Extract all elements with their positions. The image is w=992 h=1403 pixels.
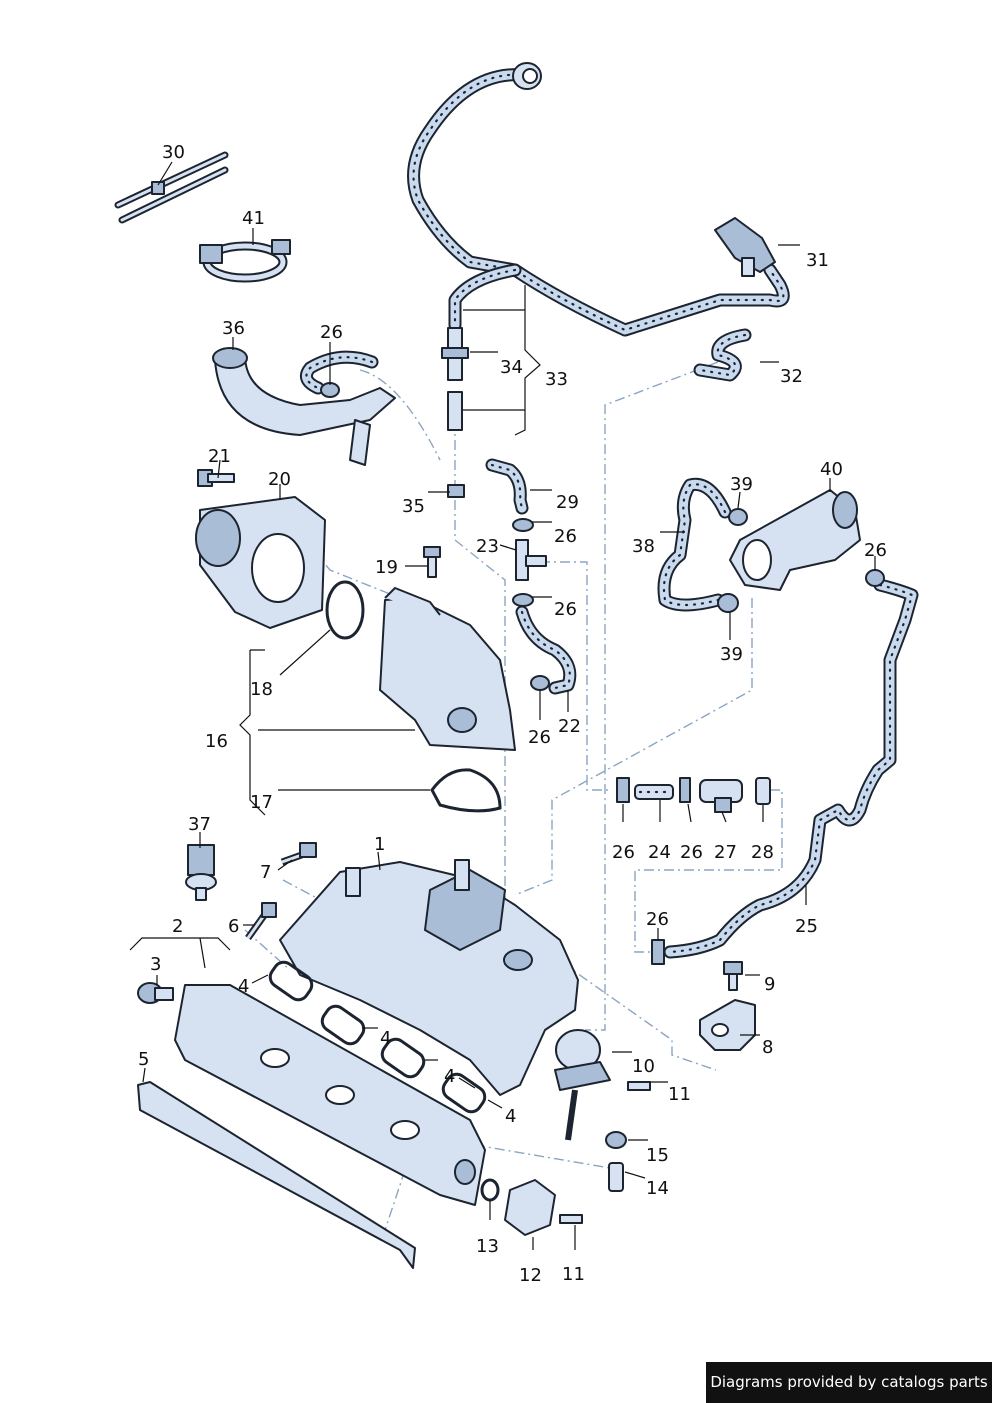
callout-18: 18 [250, 679, 273, 700]
callout-22: 22 [558, 716, 581, 737]
callout-26-d: 26 [554, 599, 577, 620]
o-ring-18 [325, 580, 365, 640]
callout-39-a: 39 [730, 474, 753, 495]
leader-lines [129, 161, 876, 1250]
callout-26-f: 26 [612, 842, 635, 863]
callout-24: 24 [648, 842, 671, 863]
callout-16: 16 [205, 731, 228, 752]
callout-8: 8 [762, 1037, 773, 1058]
callout-29: 29 [556, 492, 579, 513]
gasket-5 [137, 1081, 416, 1269]
callout-3: 3 [150, 954, 161, 975]
t-piece-23 [515, 539, 547, 581]
gasket-17 [430, 768, 502, 813]
callout-4-c: 4 [444, 1066, 455, 1087]
callout-26-g: 26 [680, 842, 703, 863]
callout-11-a: 11 [668, 1084, 691, 1105]
intake-elbow-16 [379, 587, 516, 751]
callout-39-b: 39 [720, 644, 743, 665]
callout-37: 37 [188, 814, 211, 835]
connector-34 [441, 327, 469, 431]
callout-20: 20 [268, 469, 291, 490]
callout-38: 38 [632, 536, 655, 557]
sensor-12 [504, 1179, 556, 1236]
intake-manifold-1 [279, 859, 579, 1096]
callout-7: 7 [260, 862, 271, 883]
callout-23: 23 [476, 536, 499, 557]
callout-35: 35 [402, 496, 425, 517]
callout-1: 1 [374, 834, 385, 855]
callout-4-a: 4 [238, 976, 249, 997]
callout-26-b: 26 [554, 526, 577, 547]
callout-13: 13 [476, 1236, 499, 1257]
hoses [299, 62, 919, 959]
bolt-9 [723, 961, 743, 991]
valve-27 [699, 779, 743, 813]
air-pipe-36 [212, 347, 396, 466]
cable-tie-30 [114, 151, 229, 224]
callout-36: 36 [222, 318, 245, 339]
hose-clamp-41 [199, 239, 291, 283]
plug-3 [137, 982, 174, 1004]
assembly-lines [244, 361, 783, 1231]
bolt-21 [197, 469, 235, 487]
clips-39 [717, 508, 748, 613]
callout-10: 10 [632, 1056, 655, 1077]
callout-40: 40 [820, 459, 843, 480]
callout-41: 41 [242, 208, 265, 229]
callout-19: 19 [375, 557, 398, 578]
callout-6: 6 [228, 916, 239, 937]
callout-numbers: 30 41 31 36 26 34 33 32 21 20 40 39 29 3… [138, 142, 887, 1286]
callout-26-h: 26 [646, 909, 669, 930]
clamps-26 [320, 382, 885, 965]
cap-15 [605, 1131, 627, 1149]
throttle-body-20 [195, 496, 326, 629]
callout-4-d: 4 [505, 1106, 516, 1127]
o-ring-13 [480, 1178, 500, 1202]
callout-21: 21 [208, 446, 231, 467]
credit-banner: Diagrams provided by catalogs parts [706, 1362, 992, 1403]
sensor-8 [699, 999, 756, 1051]
plug-14 [608, 1162, 624, 1192]
callout-25: 25 [795, 916, 818, 937]
bolts-11 [559, 1081, 651, 1224]
actuator-10 [554, 1029, 611, 1141]
valve-31 [714, 217, 776, 277]
callout-26-a: 26 [320, 322, 343, 343]
gaskets-4 [268, 960, 487, 1114]
callout-31: 31 [806, 250, 829, 271]
pipe-40 [729, 489, 861, 591]
callout-26-c: 26 [864, 540, 887, 561]
callout-2: 2 [172, 916, 183, 937]
manifold-2 [174, 984, 486, 1206]
callout-28: 28 [751, 842, 774, 863]
callout-5: 5 [138, 1049, 149, 1070]
callout-26-e: 26 [528, 727, 551, 748]
callout-17: 17 [250, 792, 273, 813]
callout-9: 9 [764, 974, 775, 995]
part-28 [755, 777, 771, 805]
callout-12: 12 [519, 1265, 542, 1286]
callout-4-b: 4 [380, 1028, 391, 1049]
bolt-7 [280, 842, 317, 866]
callout-32: 32 [780, 366, 803, 387]
bolt-6 [245, 902, 277, 941]
callout-14: 14 [646, 1178, 669, 1199]
parts [114, 151, 885, 1269]
sensor-37 [185, 844, 217, 901]
callout-34: 34 [500, 357, 523, 378]
callout-15: 15 [646, 1145, 669, 1166]
callout-11-b: 11 [562, 1264, 585, 1285]
hose-24 [634, 784, 674, 800]
clip-35 [447, 484, 465, 498]
bolt-19 [423, 546, 441, 578]
callout-27: 27 [714, 842, 737, 863]
callout-30: 30 [162, 142, 185, 163]
callout-33: 33 [545, 369, 568, 390]
